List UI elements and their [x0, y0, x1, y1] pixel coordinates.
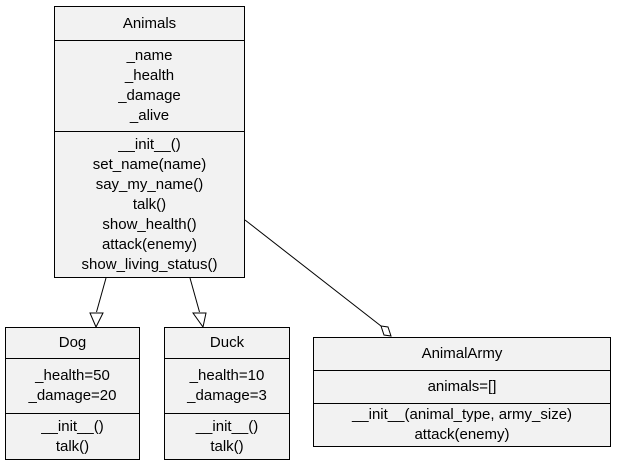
method: __init__() — [41, 417, 104, 435]
attribute: _damage=3 — [187, 387, 267, 404]
class-animals-attributes: _name _health _damage _alive — [55, 40, 244, 131]
attribute: _name — [126, 47, 173, 64]
class-animals-methods: __init__() set_name(name) say_my_name() … — [55, 131, 244, 277]
class-title: Animals — [122, 14, 177, 32]
class-animalarmy-attributes: animals=[] — [314, 370, 610, 403]
attribute: _health=10 — [189, 367, 265, 384]
method: talk() — [132, 195, 167, 213]
class-dog-attributes: _health=50 _damage=20 — [6, 358, 139, 413]
class-duck-methods: __init__() talk() — [165, 413, 289, 459]
method: __init__(animal_type, army_size) — [351, 406, 573, 423]
class-title: AnimalArmy — [421, 345, 503, 362]
class-animalarmy: AnimalArmy animals=[] __init__(animal_ty… — [313, 337, 611, 447]
class-duck-name: Duck — [165, 328, 289, 358]
method: show_living_status() — [81, 255, 218, 273]
attribute: _damage=20 — [28, 387, 117, 404]
inheritance-arrow-duck — [192, 312, 207, 329]
class-animalarmy-methods: __init__(animal_type, army_size) attack(… — [314, 403, 610, 446]
class-dog-methods: __init__() talk() — [6, 413, 139, 459]
inheritance-line-duck — [189, 277, 200, 313]
method: __init__() — [118, 135, 181, 153]
class-title: Duck — [209, 334, 245, 351]
method: show_health() — [102, 215, 197, 233]
method: __init__() — [195, 417, 259, 435]
class-dog: Dog _health=50 _damage=20 __init__() tal… — [5, 327, 140, 460]
method: set_name(name) — [92, 155, 207, 173]
aggregation-diamond — [380, 325, 392, 337]
attribute: _health — [124, 67, 175, 84]
class-animals-name: Animals — [55, 7, 244, 40]
attribute: animals=[] — [427, 378, 497, 395]
aggregation-line — [244, 219, 382, 327]
inheritance-line-dog — [96, 277, 107, 313]
attribute: _alive — [129, 107, 170, 124]
class-animalarmy-name: AnimalArmy — [314, 338, 610, 370]
method: talk() — [210, 437, 244, 455]
class-dog-name: Dog — [6, 328, 139, 358]
inheritance-arrow-dog — [89, 312, 104, 329]
method: talk() — [55, 437, 90, 455]
method: say_my_name() — [95, 175, 204, 193]
class-duck: Duck _health=10 _damage=3 __init__() tal… — [164, 327, 290, 460]
attribute: _health=50 — [35, 367, 110, 384]
class-animals: Animals _name _health _damage _alive __i… — [54, 6, 245, 278]
class-title: Dog — [58, 334, 87, 351]
method: attack(enemy) — [101, 235, 198, 253]
class-duck-attributes: _health=10 _damage=3 — [165, 358, 289, 413]
method: attack(enemy) — [414, 426, 510, 443]
attribute: _damage — [118, 87, 181, 104]
